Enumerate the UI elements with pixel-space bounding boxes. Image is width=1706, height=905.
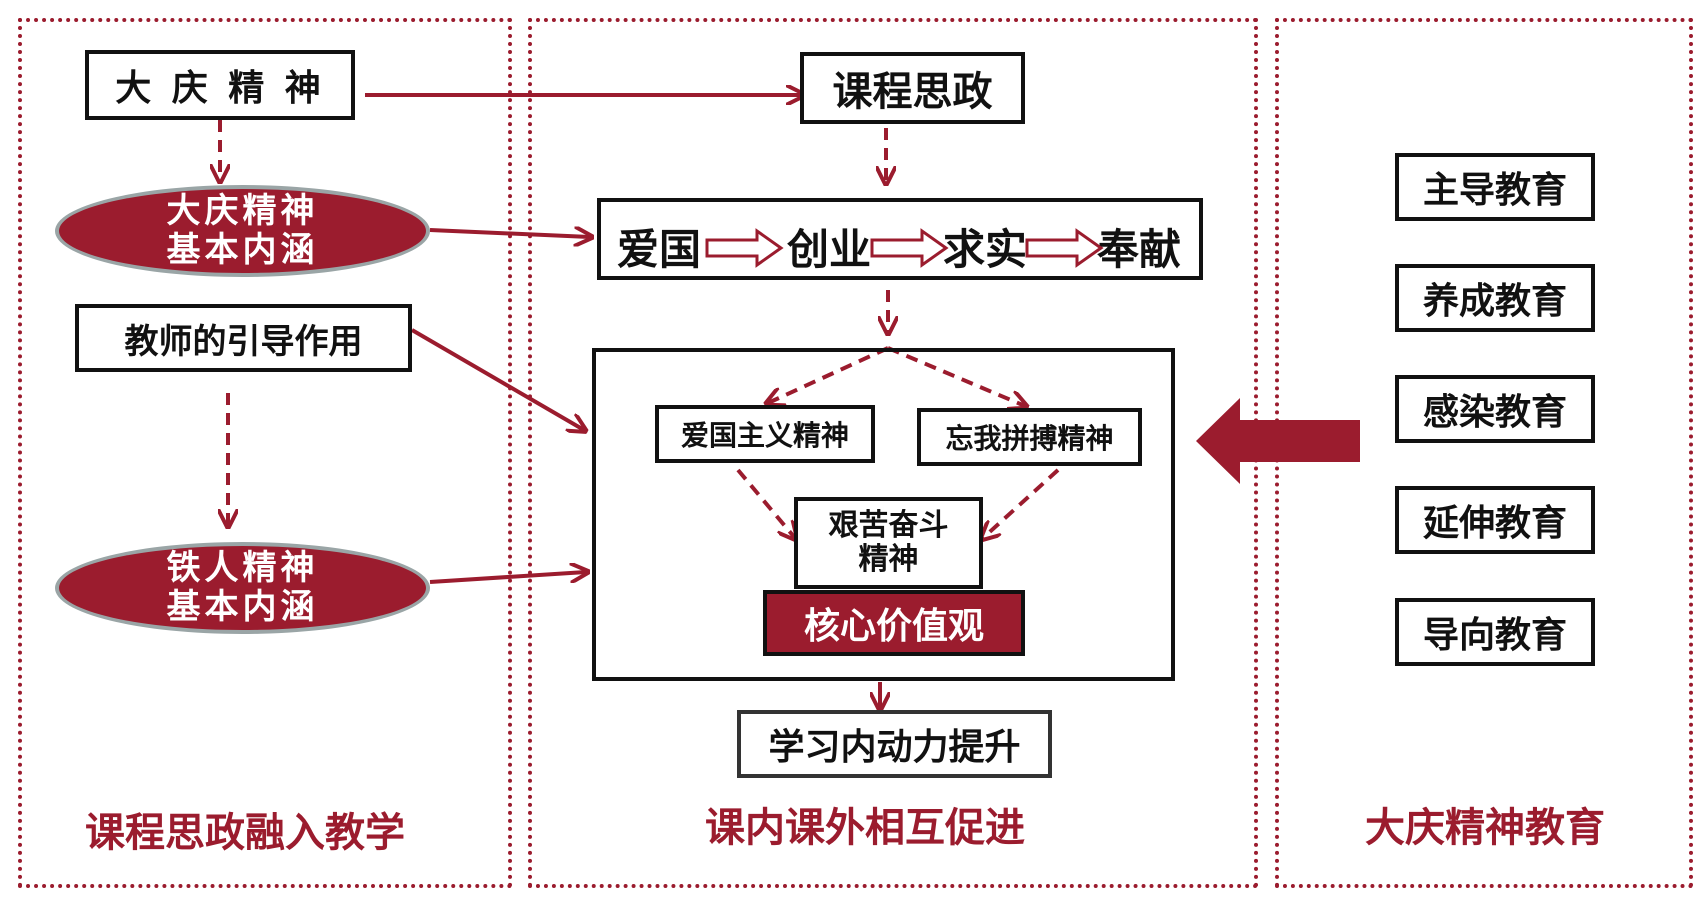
hollow-arrow-icon [1025,228,1104,268]
arrow-daqingcore-to-chain [429,230,590,237]
education-item-label: 导向教育 [1422,615,1567,656]
core-values-outer-box [592,348,1175,681]
education-item-label: 主导教育 [1422,170,1567,211]
arrow-patriotism-to-hardwork [736,468,795,538]
chain-item-dedication: 奉献 [1097,225,1182,274]
education-item-lead: 主导教育 [1395,153,1595,221]
middle-caption: 课内课外相互促进 [705,805,1025,851]
hollow-arrow-icon [705,228,784,268]
core-values-label: 核心价值观 [803,606,984,647]
education-item-influence: 感染教育 [1395,375,1595,443]
chain-item-realism: 求实 [943,225,1028,274]
arrow-ironman-to-corebox [429,572,586,584]
chain-item-entrepreneurship: 创业 [787,225,872,274]
arrow-teacher-to-corebox [410,328,584,430]
patriotism-spirit-box: 爱国主义精神 [655,405,875,463]
daqing-core-line2: 基本内涵 [166,230,319,270]
hardwork-spirit-line1: 艰苦奋斗 [828,507,949,543]
hardwork-spirit-box: 艰苦奋斗 精神 [794,497,983,589]
selfless-spirit-box: 忘我拼搏精神 [917,408,1142,466]
left-caption: 课程思政融入教学 [85,810,405,856]
education-item-guidance: 导向教育 [1395,598,1595,666]
education-item-label: 感染教育 [1422,392,1567,433]
course-ideology-box: 课程思政 [800,52,1025,124]
big-left-arrow [1196,398,1360,484]
daqing-spirit-label: 大 庆 精 神 [115,68,325,109]
education-item-extension: 延伸教育 [1395,486,1595,554]
daqing-core-ellipse: 大庆精神 基本内涵 [55,185,430,277]
education-item-cultivation: 养成教育 [1395,264,1595,332]
ironman-core-line1: 铁人精神 [166,547,319,588]
teacher-role-box: 教师的引导作用 [75,304,412,372]
teacher-role-label: 教师的引导作用 [124,321,363,362]
hardwork-spirit-line2: 精神 [858,542,919,577]
ironman-core-ellipse: 铁人精神 基本内涵 [55,542,430,634]
values-chain-box: 爱国 创业 求实 奉献 [597,198,1203,280]
core-values-box: 核心价值观 [763,590,1025,656]
patriotism-spirit-label: 爱国主义精神 [680,419,849,452]
ironman-core-line2: 基本内涵 [166,587,319,627]
selfless-spirit-label: 忘我拼搏精神 [945,422,1114,455]
arrow-split-left [768,346,889,403]
arrow-split-right [887,346,1025,406]
learning-motivation-box: 学习内动力提升 [737,710,1052,778]
course-ideology-label: 课程思政 [832,69,993,115]
arrow-selfless-to-hardwork [983,468,1060,538]
learning-motivation-label: 学习内动力提升 [768,727,1021,768]
right-caption: 大庆精神教育 [1365,805,1605,851]
chain-item-patriotism: 爱国 [617,225,702,274]
education-item-label: 延伸教育 [1422,503,1567,544]
hollow-arrow-icon [870,228,949,268]
daqing-spirit-box: 大 庆 精 神 [85,50,355,120]
education-item-label: 养成教育 [1422,281,1567,322]
left-panel [18,18,512,888]
daqing-core-line1: 大庆精神 [166,190,319,231]
